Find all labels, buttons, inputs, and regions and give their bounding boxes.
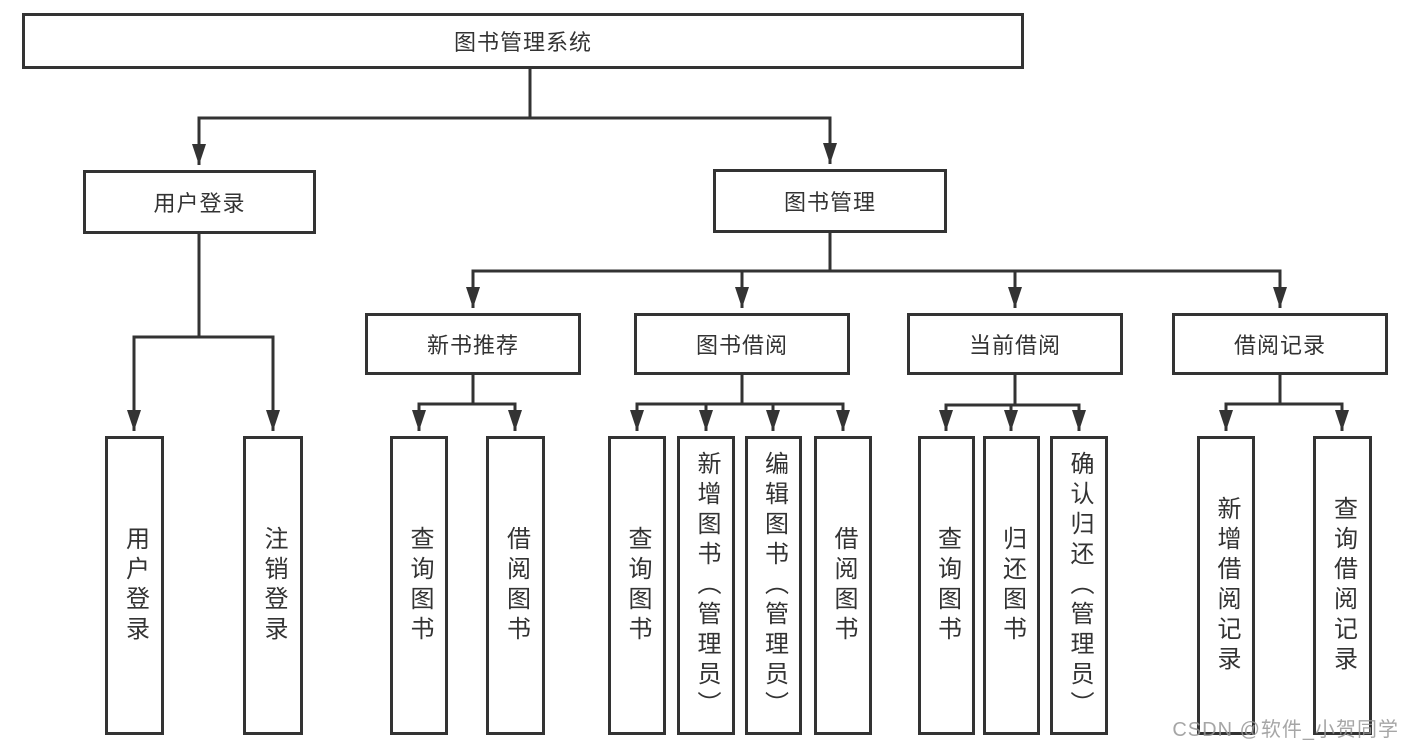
node-label: 用户登录 — [153, 191, 246, 216]
node-label: 用户登录 — [121, 525, 149, 646]
node-label: 借阅记录 — [1233, 333, 1326, 358]
node-label: 查询图书 — [406, 525, 433, 646]
node-label: 当前借阅 — [968, 333, 1061, 358]
leaf-add-book-admin: 新增图书（管理员） — [677, 436, 735, 735]
leaf-borrow-books-2: 借阅图书 — [814, 436, 872, 735]
node-book-management: 图书管理 — [713, 169, 947, 233]
leaf-query-books-1: 查询图书 — [390, 436, 448, 735]
node-label: 编辑图书（管理员） — [760, 450, 788, 721]
leaf-add-borrow-record: 新增借阅记录 — [1197, 436, 1255, 735]
node-label: 图书借阅 — [695, 333, 788, 358]
watermark: CSDN @软件_小贺同学 — [1172, 719, 1399, 741]
node-label: 归还图书 — [998, 525, 1026, 646]
node-label: 图书管理 — [783, 190, 876, 215]
node-label: 查询图书 — [933, 525, 961, 646]
node-borrowing-records: 借阅记录 — [1172, 313, 1388, 375]
leaf-edit-book-admin: 编辑图书（管理员） — [745, 436, 802, 735]
node-label: 借阅图书 — [830, 525, 857, 646]
leaf-confirm-return-admin: 确认归还（管理员） — [1050, 436, 1108, 735]
node-label: 查询图书 — [624, 525, 651, 646]
leaf-borrow-books-1: 借阅图书 — [486, 436, 545, 735]
connector-arrows — [127, 118, 1349, 431]
leaf-query-books-3: 查询图书 — [918, 436, 975, 735]
node-label: 注销登录 — [260, 525, 287, 646]
leaf-user-login: 用户登录 — [105, 436, 164, 735]
node-label: 确认归还（管理员） — [1066, 450, 1093, 721]
leaf-query-borrow-record: 查询借阅记录 — [1313, 436, 1372, 735]
leaf-query-books-2: 查询图书 — [608, 436, 666, 735]
node-book-borrowing: 图书借阅 — [634, 313, 850, 375]
leaf-logout: 注销登录 — [243, 436, 303, 735]
node-user-login: 用户登录 — [83, 170, 316, 234]
leaf-return-books: 归还图书 — [983, 436, 1040, 735]
node-label: 借阅图书 — [502, 525, 530, 646]
node-label: 新书推荐 — [426, 333, 519, 358]
connector-skeleton — [132, 67, 1344, 407]
node-label: 新增借阅记录 — [1213, 495, 1240, 676]
node-label: 新增图书（管理员） — [693, 450, 720, 721]
node-label: 查询借阅记录 — [1329, 495, 1357, 676]
node-current-borrowing: 当前借阅 — [907, 313, 1123, 375]
node-new-book-recommend: 新书推荐 — [365, 313, 581, 375]
node-label: 图书管理系统 — [453, 30, 592, 55]
node-root: 图书管理系统 — [22, 13, 1024, 69]
